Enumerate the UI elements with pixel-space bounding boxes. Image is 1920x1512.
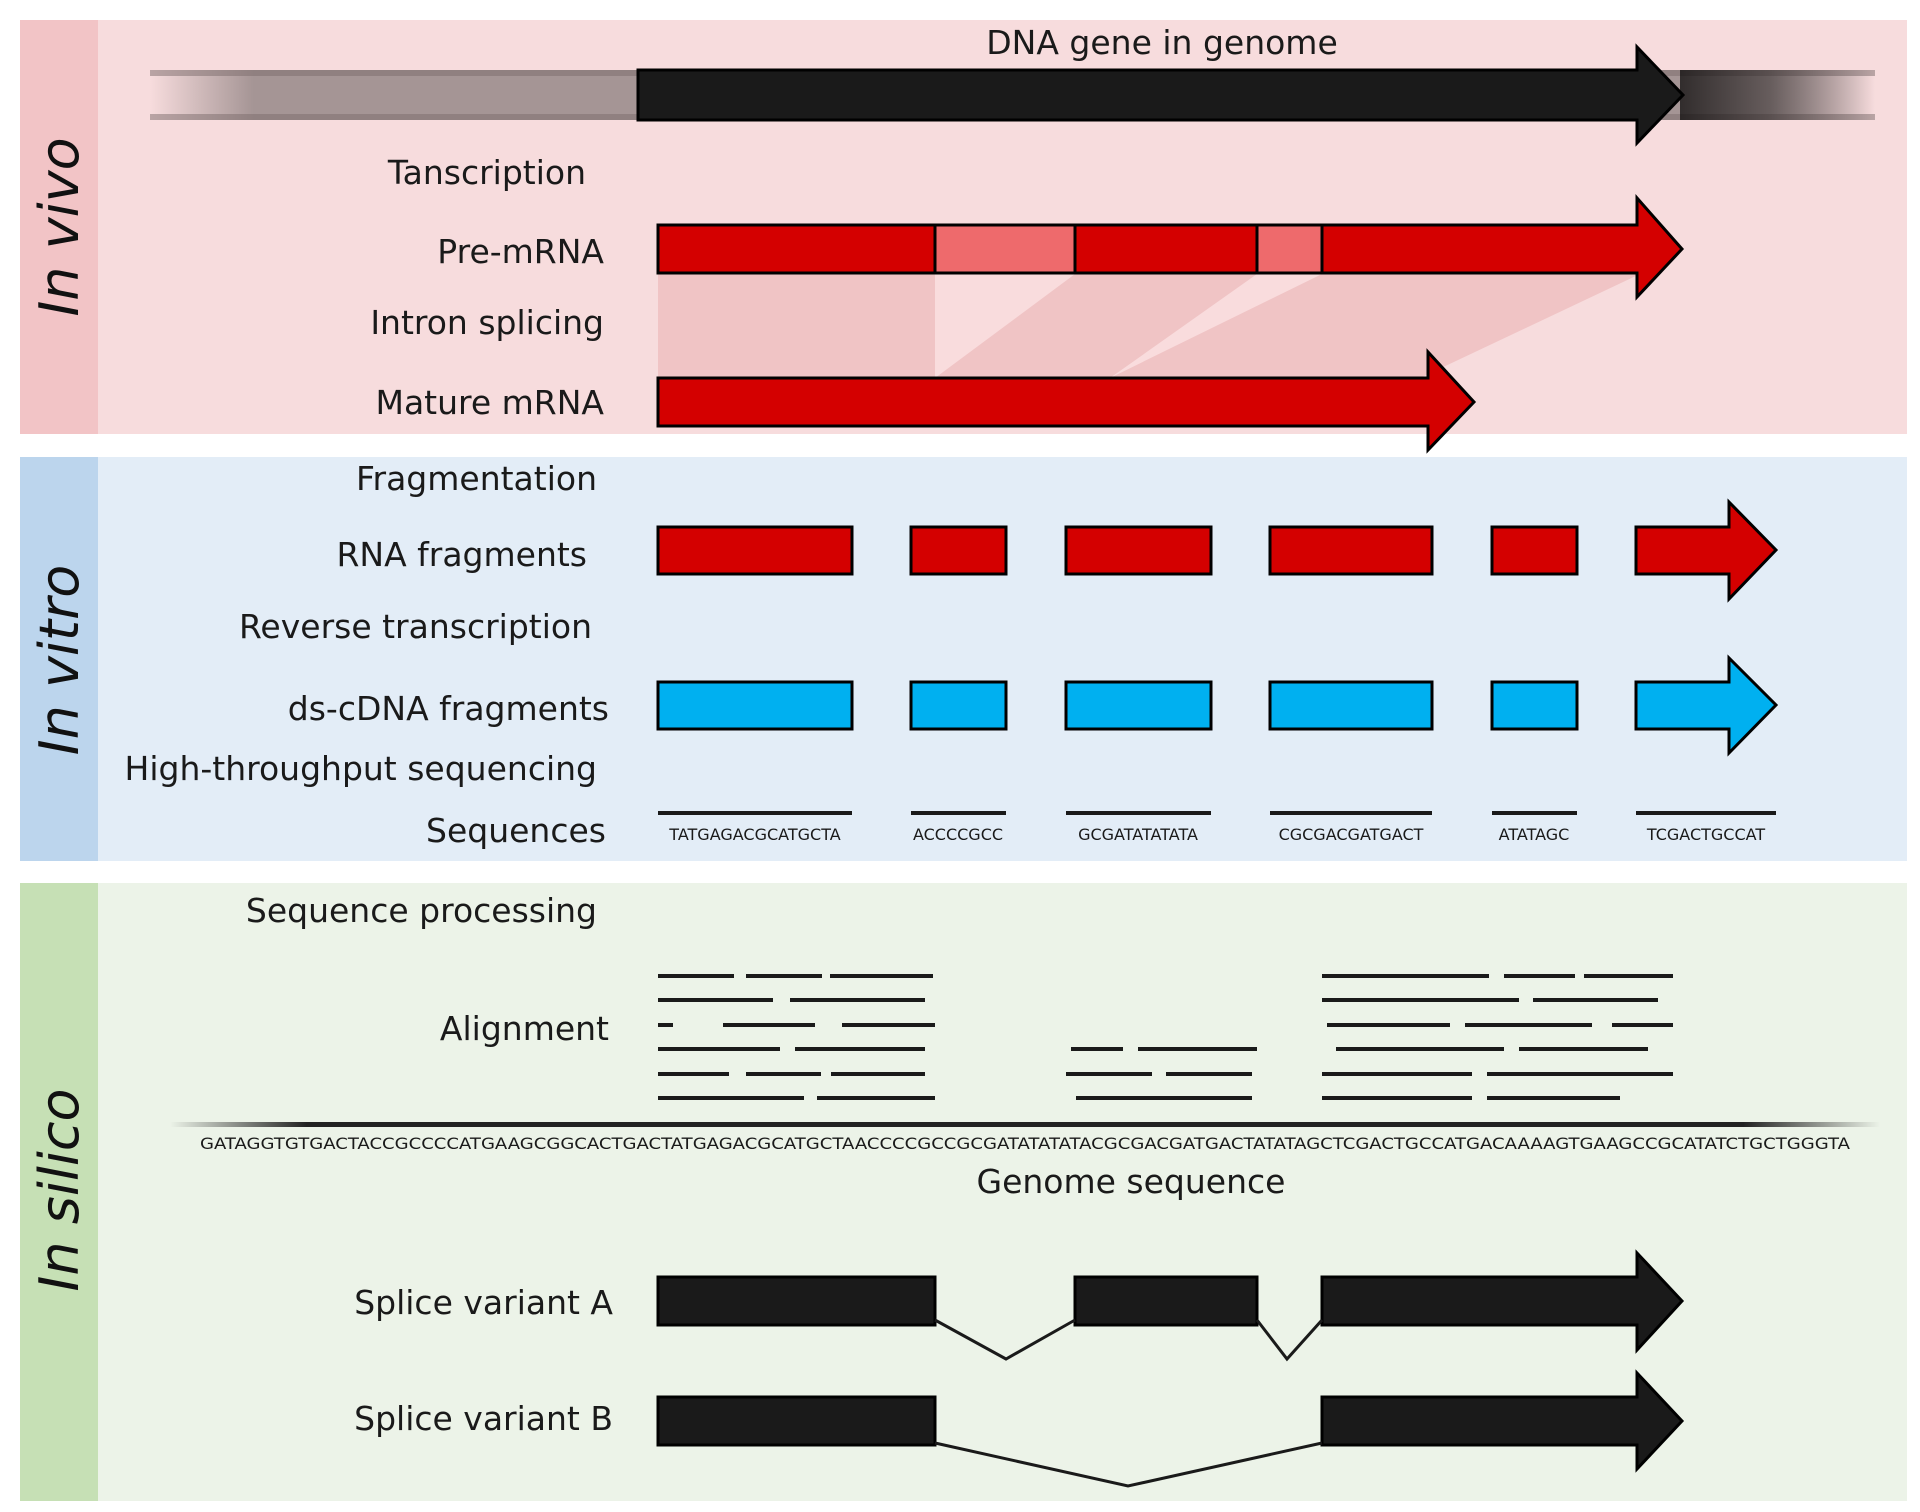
- aligned-reads-group-2: [1066, 1047, 1257, 1100]
- dna-tail-shade: [1680, 70, 1875, 120]
- aligned-reads-group-1: [658, 974, 935, 1100]
- cdna-fragment-3: [1064, 680, 1213, 731]
- cdna-fragment-2: [909, 680, 1008, 731]
- label-rna-fragments: RNA fragments: [336, 535, 587, 574]
- genome-sequence-text: GATAGGTGTGACTACCGCCCCATGAAGCGGCACTGACTAT…: [200, 1134, 1850, 1153]
- pre-mrna-exon-3-arrow: [1320, 194, 1685, 301]
- pre-mrna-exon-1: [656, 223, 937, 275]
- variant-a-exon-2: [1073, 1275, 1259, 1327]
- label-splice-variant-a: Splice variant A: [354, 1283, 613, 1322]
- rna-fragment-1: [656, 525, 854, 576]
- label-intron-splicing: Intron splicing: [370, 303, 604, 342]
- aligned-reads-group-3: [1322, 974, 1673, 1100]
- dna-gene-arrow: [636, 43, 1686, 147]
- invitro-side-band: [20, 457, 98, 861]
- label-dscdna-fragments: ds-cDNA fragments: [288, 689, 609, 728]
- cdna-fragment-4: [1268, 680, 1434, 731]
- cdna-fragment-5: [1490, 680, 1579, 731]
- section-label-invivo: In vivo: [28, 137, 91, 316]
- section-label-invitro: In vitro: [28, 565, 91, 756]
- mature-mrna-arrow: [656, 348, 1477, 454]
- splice-shade: [658, 274, 1640, 378]
- variant-b-intron-connector: [934, 1441, 1323, 1488]
- sequence-text-6: TCGACTGCCAT: [1646, 825, 1765, 844]
- label-pre-mrna: Pre-mRNA: [437, 232, 604, 271]
- rna-fragment-6-arrow: [1634, 498, 1779, 603]
- section-label-insilico: In silico: [28, 1088, 91, 1291]
- rna-fragment-4: [1268, 525, 1434, 576]
- variant-a-exon-1: [656, 1275, 937, 1327]
- label-reverse-transcription: Reverse transcription: [239, 607, 592, 646]
- label-mature-mrna: Mature mRNA: [375, 383, 604, 422]
- rna-fragment-2: [909, 525, 1008, 576]
- variant-b-exon-2-arrow: [1320, 1369, 1685, 1473]
- insilico-side-band: [20, 883, 98, 1501]
- rna-fragment-5: [1490, 525, 1579, 576]
- sequence-text-3: GCGATATATATA: [1078, 825, 1198, 844]
- pre-mrna-intron-1: [933, 223, 1077, 275]
- cdna-fragment-6-arrow: [1634, 654, 1779, 757]
- label-fragmentation: Fragmentation: [356, 459, 597, 498]
- label-transcription: Tanscription: [387, 153, 586, 192]
- sequence-text-4: CGCGACGATGACT: [1279, 825, 1424, 844]
- variant-a-intron-connector-1: [934, 1318, 1076, 1361]
- cdna-fragment-1: [656, 680, 854, 731]
- label-dna-gene: DNA gene in genome: [986, 23, 1338, 62]
- variant-a-exon-3-arrow: [1320, 1249, 1685, 1354]
- invivo-side-band: [20, 20, 98, 434]
- label-sequence-processing: Sequence processing: [246, 891, 597, 930]
- rna-fragment-3: [1064, 525, 1213, 576]
- splice-gap-2: [1110, 274, 1322, 378]
- pre-mrna-exon-2: [1073, 223, 1259, 275]
- sequence-text-5: ATATAGC: [1499, 825, 1570, 844]
- splice-gap-1: [935, 274, 1075, 378]
- label-splice-variant-b: Splice variant B: [354, 1399, 613, 1438]
- sequence-text-1: TATGAGACGCATGCTA: [668, 825, 840, 844]
- pre-mrna-intron-2: [1255, 223, 1324, 275]
- variant-a-intron-connector-2: [1255, 1318, 1324, 1362]
- label-sequences: Sequences: [426, 811, 606, 850]
- label-genome-sequence: Genome sequence: [977, 1162, 1286, 1201]
- genome-line: [170, 1122, 1880, 1127]
- label-alignment: Alignment: [440, 1009, 609, 1048]
- variant-b-exon-1: [656, 1395, 937, 1447]
- label-htp-sequencing: High-throughput sequencing: [125, 749, 597, 788]
- invitro-panel: [97, 457, 1907, 861]
- sequence-text-2: ACCCCGCC: [913, 825, 1003, 844]
